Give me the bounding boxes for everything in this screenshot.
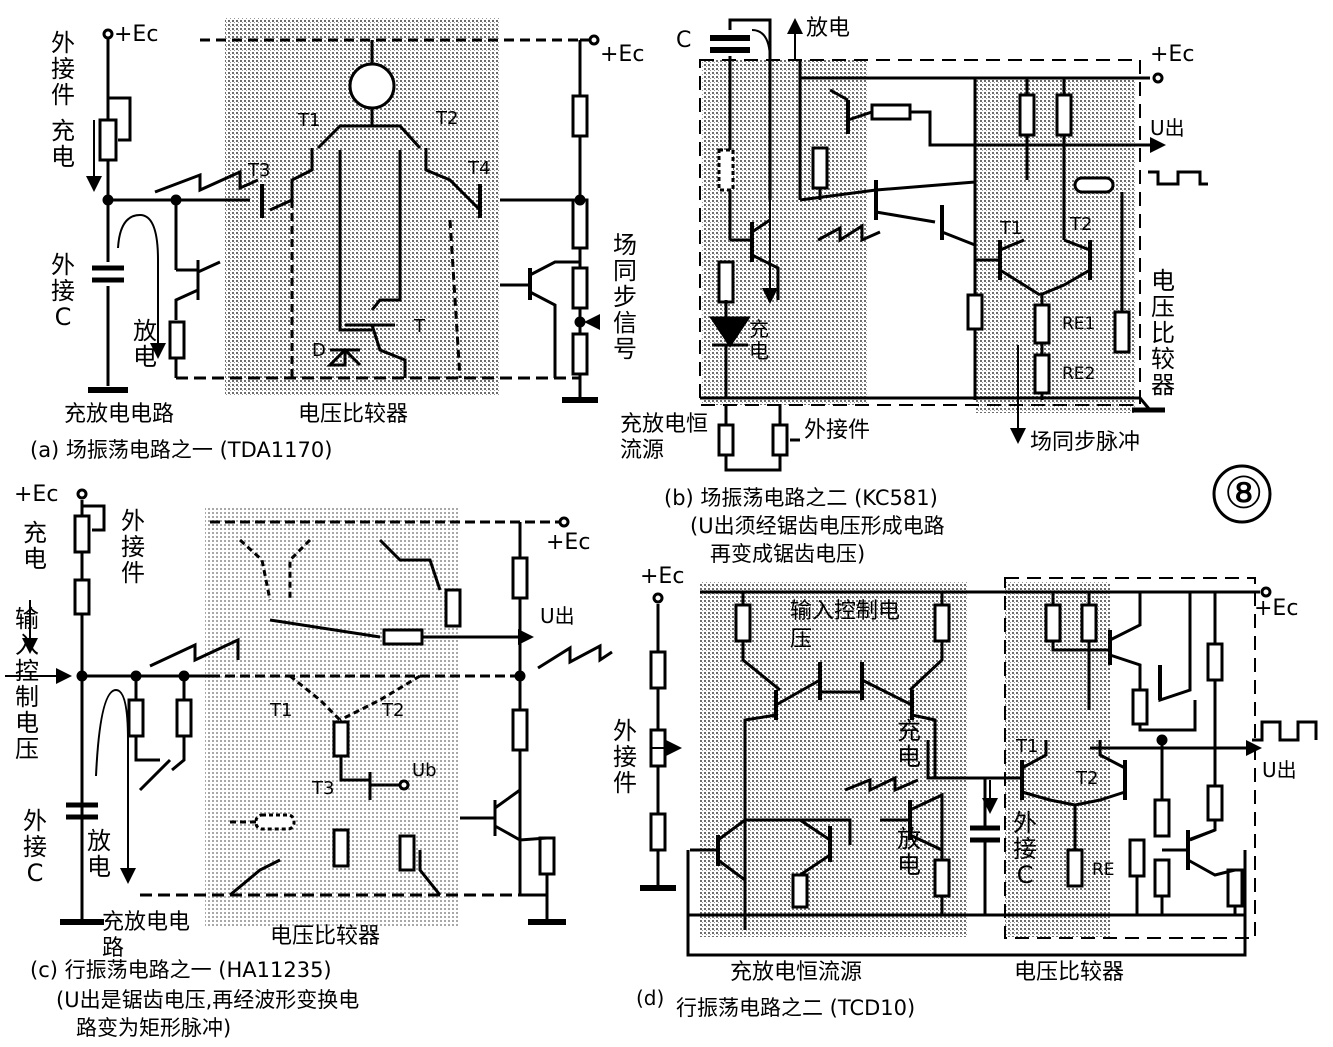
charge-label-b: 充电 [749,317,769,363]
ub-label-c: Ub [412,760,437,781]
discharge-label-c: 放电 [87,827,111,881]
t1-label-c: T1 [270,700,293,721]
external-c-label-a: 外接C [51,251,75,331]
caption-b: (b) 场振荡电路之二 (KC581) [664,486,938,510]
uout-label-c: U出 [540,604,575,628]
t2-label-a: T2 [436,108,459,129]
charge-discharge-label-a: 充放电电路 [64,402,175,427]
t3-label-a: T3 [248,160,271,181]
comparator-label-b: 电压比较器 [1151,267,1175,399]
caption-a: (a) 场振荡电路之一 (TDA1170) [30,438,333,462]
ec-label-c-right: +Ec [546,530,591,555]
external-part-label-a: 外接件 [51,29,75,109]
ec-label-c-left: +Ec [14,482,59,507]
charge-discharge-label-c: 充放电电路 [102,910,191,961]
t1-label-b: T1 [1000,218,1023,239]
comparator-label-a: 电压比较器 [298,402,409,427]
pulse-wave-b [1148,170,1208,186]
charge-label-d: 充电 [897,717,921,771]
c-label-b: C [676,28,692,53]
caption-b-note-2: 再变成锯齿电压) [710,542,866,566]
sawtooth-wave-d [844,775,919,793]
sawtooth-wave-b [817,223,881,243]
sawtooth-wave-c-out [537,643,613,670]
sawtooth-wave-c-in [149,637,240,668]
re1-label-b: RE1 [1062,314,1096,334]
ec-terminal-a-right [588,34,600,46]
discharge-label-d: 放电 [897,825,921,879]
constant-current-label-d: 充放电恒流源 [730,960,863,985]
caption-d: 行振荡电路之二 (TCD10) [676,996,916,1020]
external-c-label-c: 外接C [23,807,47,887]
ec-label-d-right: +Ec [1254,596,1299,621]
t-label-a: T [414,316,425,337]
sync-pulse-label-b: 场同步脉冲 [1030,430,1141,455]
ec-terminal-a-left [102,28,114,40]
re-label-d: RE [1092,860,1115,880]
t2-label-b: T2 [1070,214,1093,235]
panel-d [640,577,1318,957]
panel-a [86,18,600,403]
discharge-label-b: 放电 [806,16,851,41]
caption-c: (c) 行振荡电路之一 (HA11235) [30,958,332,982]
caption-d-prefix: (d) [636,986,665,1010]
figure-number-circle [1212,464,1272,524]
pulse-wave-d [1252,720,1318,742]
external-c-label-d: 外接C [1013,809,1037,889]
panel-b [699,18,1208,472]
re2-label-b: RE2 [1062,364,1096,384]
charge-pot-a [98,118,118,162]
t1-label-a: T1 [298,110,321,131]
figure-number: ⑧ [1224,468,1264,519]
caption-b-note-1: (U出须经锯齿电压形成电路 [690,514,945,538]
t2-label-d: T2 [1076,768,1099,789]
input-control-label-c: 输入控制电压 [15,605,39,763]
d-label-a: D [312,340,326,361]
input-control-label-d: 输入控制电压 [790,599,901,652]
t1-label-d: T1 [1016,736,1039,757]
discharge-label-a: 放电 [133,317,157,371]
sync-signal-label-a: 场同步信号 [613,231,637,363]
t4-label-a: T4 [468,158,491,179]
caption-c-note-2: 路变为矩形脉冲) [76,1016,232,1040]
ec-label-a-right: +Ec [600,42,645,67]
uout-label-d: U出 [1262,758,1297,782]
t2-label-c: T2 [382,700,405,721]
ec-label-b: +Ec [1150,42,1195,67]
sawtooth-wave-a [154,169,259,194]
comparator-label-d: 电压比较器 [1014,960,1125,985]
t3-label-c: T3 [312,778,335,799]
caption-c-note-1: (U出是锯齿电压,再经波形变换电 [56,988,360,1012]
comparator-label-c: 电压比较器 [270,924,381,949]
current-source-a [348,62,396,110]
ec-label-d-left: +Ec [640,564,685,589]
external-part-label-c: 外接件 [121,507,145,587]
constant-current-label-b: 充放电恒流源 [620,412,709,463]
uout-label-b: U出 [1150,116,1185,140]
external-part-label-b: 外接件 [804,418,871,443]
ec-label-a-left: +Ec [114,22,159,47]
charge-label-c: 充电 [23,519,47,573]
charge-label-a: 充电 [51,117,75,171]
external-part-label-d: 外接件 [613,717,637,797]
panel-c [5,488,613,928]
